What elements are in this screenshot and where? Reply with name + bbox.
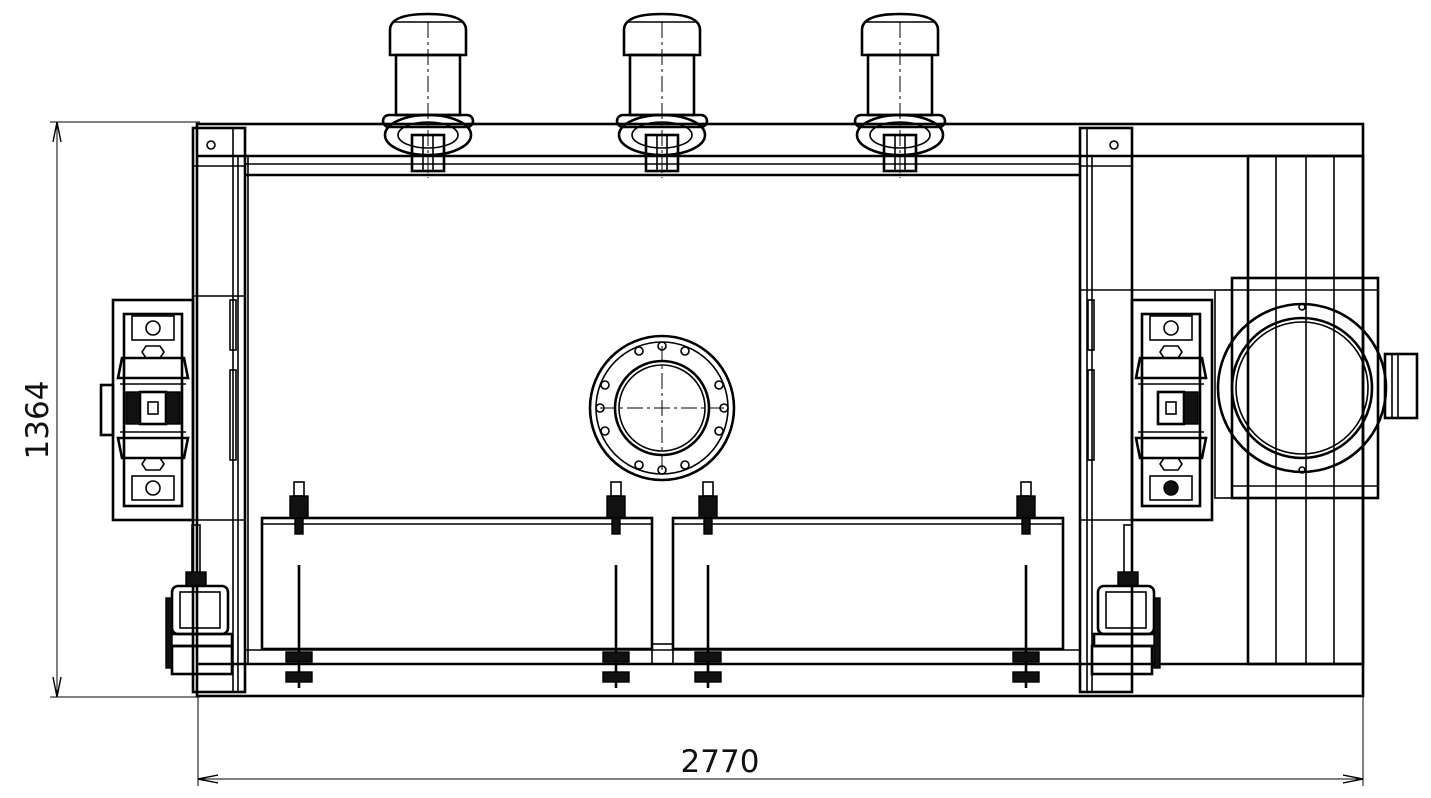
height-dimension-label: 1364 bbox=[20, 381, 56, 460]
width-dimension bbox=[197, 696, 1364, 786]
top-motor-2 bbox=[615, 12, 709, 178]
right-bearing-assembly bbox=[1130, 298, 1214, 522]
drive-rail bbox=[1246, 154, 1365, 666]
height-dimension bbox=[50, 121, 200, 698]
central-flange bbox=[588, 334, 736, 482]
left-bearing-assembly bbox=[99, 298, 195, 522]
top-motor-3 bbox=[853, 12, 947, 178]
door-bolt-1 bbox=[285, 481, 313, 688]
door-bolt-4 bbox=[1012, 481, 1040, 688]
discharge-door-left bbox=[260, 516, 654, 651]
top-motor-1 bbox=[381, 12, 475, 178]
bottom-cylinder-left bbox=[165, 524, 234, 676]
door-gap-plate bbox=[651, 643, 674, 665]
door-bolt-2 bbox=[602, 481, 630, 688]
bottom-cylinder-right bbox=[1090, 524, 1161, 676]
width-dimension-label: 2770 bbox=[681, 744, 760, 780]
discharge-door-right bbox=[671, 516, 1065, 651]
door-bolt-3 bbox=[694, 481, 722, 688]
drive-motor bbox=[1214, 276, 1419, 500]
